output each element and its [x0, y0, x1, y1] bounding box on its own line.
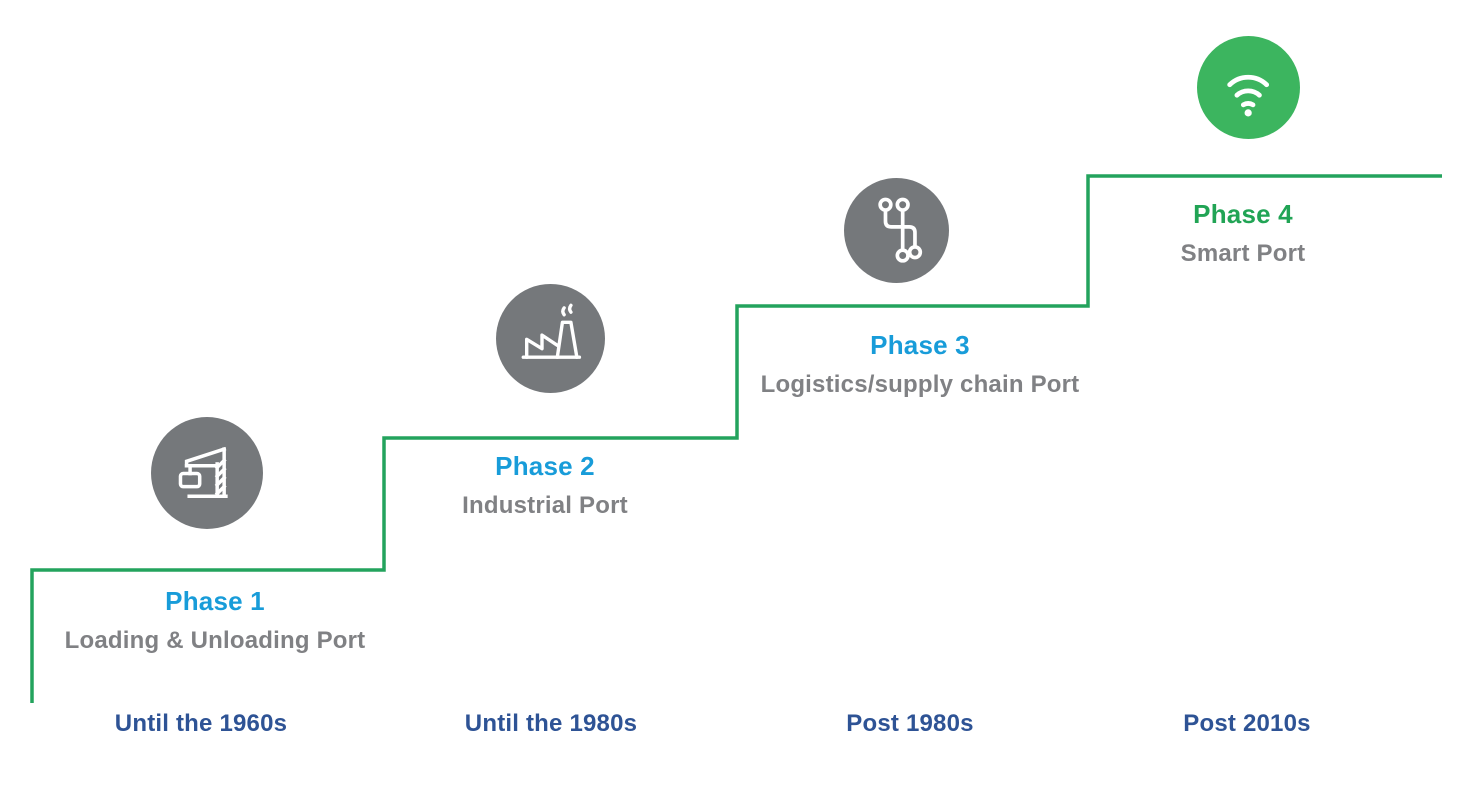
phase-4-block: Phase 4 Smart Port [1033, 199, 1453, 268]
phase-3-label: Phase 3 [870, 330, 970, 360]
network-icon [844, 178, 949, 283]
period-label-4: Post 2010s [1183, 710, 1311, 737]
period-label-1: Until the 1960s [114, 710, 288, 737]
phase-3-block: Phase 3 Logistics/supply chain Port [710, 330, 1130, 399]
phase-4-title: Smart Port [1180, 240, 1306, 267]
factory-icon [496, 284, 605, 393]
crane-icon [151, 417, 263, 529]
phase-2-label: Phase 2 [495, 451, 595, 481]
phase-3-title: Logistics/supply chain Port [760, 371, 1080, 398]
phase-1-block: Phase 1 Loading & Unloading Port [5, 586, 425, 655]
phase-4-label: Phase 4 [1193, 199, 1293, 229]
period-label-3: Post 1980s [846, 710, 974, 737]
phase-2-block: Phase 2 Industrial Port [335, 451, 755, 520]
phase-2-title: Industrial Port [462, 492, 628, 519]
staircase-polyline [30, 174, 1442, 703]
wifi-icon [1197, 36, 1300, 139]
phase-1-title: Loading & Unloading Port [64, 627, 366, 654]
phase-1-label: Phase 1 [165, 586, 265, 616]
period-label-2: Until the 1980s [464, 710, 638, 737]
